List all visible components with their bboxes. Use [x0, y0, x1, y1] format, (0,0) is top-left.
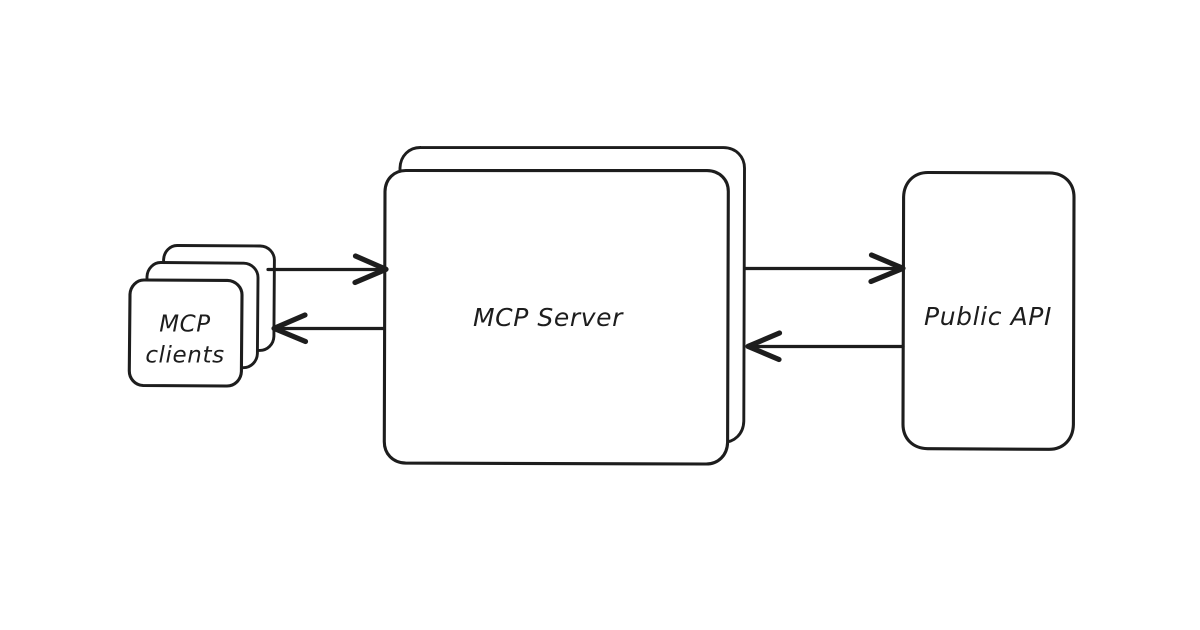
node-mcp-server[interactable]: MCP Server	[382, 146, 746, 466]
edge-clients-to-server[interactable]	[266, 253, 389, 286]
public-api-label: Public API	[924, 302, 1052, 331]
mcp-clients-label-line1: MCP	[159, 312, 211, 338]
edge-server-to-api[interactable]	[743, 252, 906, 285]
mcp-clients-card-front	[127, 278, 244, 388]
edge-server-to-api-arrowhead	[868, 252, 906, 285]
edge-server-to-clients[interactable]	[271, 312, 386, 345]
node-public-api[interactable]: Public API	[901, 170, 1076, 451]
mcp-server-card-front	[382, 168, 730, 466]
edge-server-to-clients-arrowhead	[271, 312, 309, 345]
mcp-clients-label-line2: clients	[145, 343, 224, 369]
edge-api-to-server[interactable]	[745, 330, 905, 363]
edge-api-to-server-arrowhead	[745, 330, 783, 363]
edge-clients-to-server-arrowhead	[352, 253, 389, 286]
node-mcp-clients[interactable]: MCP clients	[127, 244, 276, 388]
mcp-server-label: MCP Server	[473, 303, 624, 332]
public-api-card	[901, 170, 1076, 451]
